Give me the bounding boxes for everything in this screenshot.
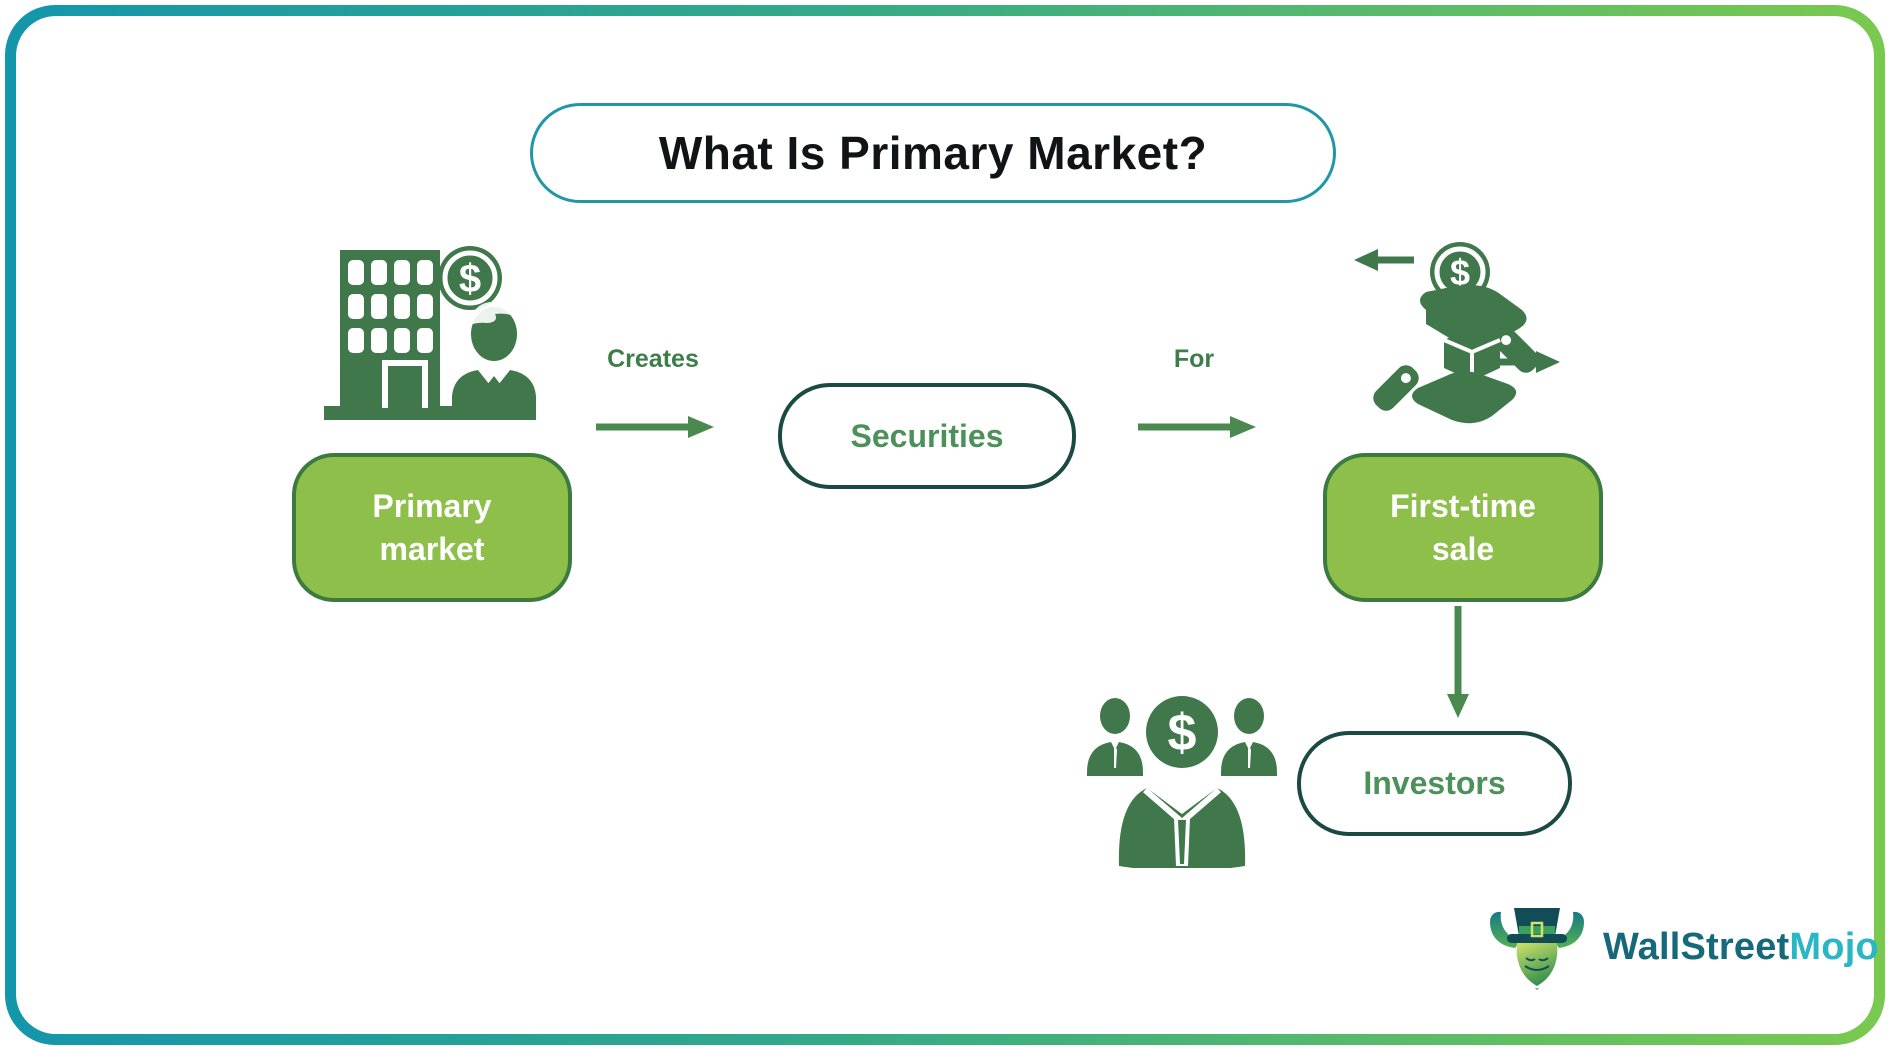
svg-text:$: $ [459,257,481,301]
page-title: What Is Primary Market? [530,103,1336,203]
bull-mascot-icon [1490,908,1584,990]
dollar-coin-icon: $ [438,246,502,310]
node-investors-label: Investors [1363,765,1506,801]
node-investors: Investors [1297,731,1572,836]
node-securities-label: Securities [850,417,1004,454]
svg-text:$: $ [1168,704,1197,762]
arrow-right-icon [596,416,714,438]
hands-exchange-icon: $ [1354,242,1560,424]
brand-logo-text: WallStreetMojo [1603,926,1879,969]
brand-name-part2: Mojo [1789,925,1879,968]
edge-label-creates: Creates [607,345,699,373]
edge-label-for: For [1173,345,1215,373]
node-securities: Securities [778,383,1076,489]
dollar-coin-icon: $ [1146,696,1218,768]
arrow-right-icon [1138,416,1256,438]
company-building-icon: $ [324,246,536,420]
svg-text:$: $ [1450,252,1470,293]
brand-logo: WallStreetMojo [1485,903,1879,991]
brand-name-part1: WallStreet [1603,925,1790,968]
businessman-icon [452,301,536,420]
page-title-text: What Is Primary Market? [658,127,1208,179]
node-primary-market-label: Primary market [372,488,492,567]
arrow-down-icon [1447,606,1469,718]
node-first-time-sale: First-time sale [1323,453,1603,602]
node-primary-market: Primary market [292,453,572,602]
investors-group-icon: $ [1087,696,1277,868]
node-first-time-sale-label: First-time sale [1390,488,1536,567]
